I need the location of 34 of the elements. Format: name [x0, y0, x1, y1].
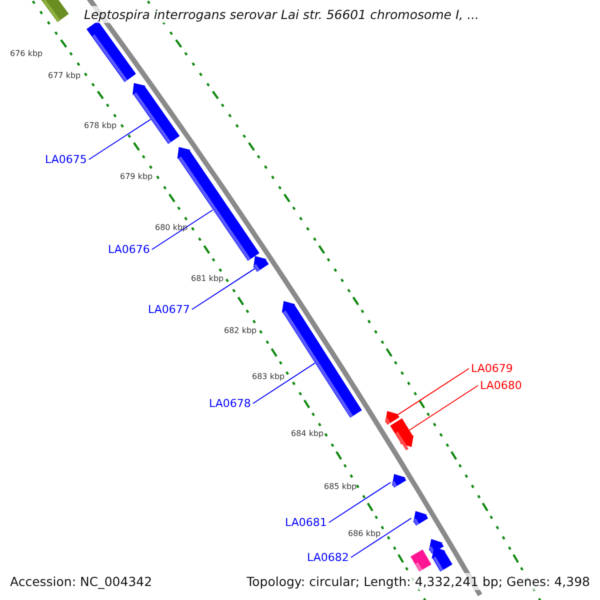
gene-feature	[253, 256, 269, 272]
leader-line	[88, 118, 152, 160]
position-label: 683 kbp	[252, 372, 285, 382]
gene-label: LA0678	[209, 397, 251, 410]
leader-line	[350, 518, 412, 558]
gene-feature	[392, 474, 406, 488]
gene-label: LA0679	[471, 362, 513, 375]
position-label: 682 kbp	[224, 326, 257, 336]
leader-line	[252, 362, 316, 404]
gene-feature	[390, 418, 414, 450]
leader-line	[398, 368, 470, 416]
gene-feature	[132, 83, 180, 144]
position-label: 679 kbp	[120, 172, 153, 182]
gene-feature	[432, 547, 452, 572]
position-label: 684 kbp	[291, 429, 324, 439]
gene-feature	[413, 511, 428, 526]
gene-label: LA0681	[285, 516, 327, 529]
genome-summary-text: Topology: circular; Length: 4,332,241 bp; Genes: 4,398	[244, 573, 592, 590]
leader-line	[151, 210, 214, 250]
leader-line	[191, 268, 256, 310]
gene-label: LA0677	[148, 303, 190, 316]
gene-label: LA0682	[307, 551, 349, 564]
position-label: 680 kbp	[155, 223, 188, 233]
position-label: 685 kbp	[324, 482, 357, 492]
position-label: 686 kbp	[348, 529, 381, 539]
leader-line	[409, 385, 478, 430]
leader-line	[328, 482, 392, 523]
position-label: 681 kbp	[191, 274, 224, 284]
gene-block	[410, 550, 432, 572]
gene-label: LA0680	[480, 379, 522, 392]
position-label: 678 kbp	[84, 121, 117, 131]
position-label: 676 kbp	[10, 49, 43, 59]
gene-label: LA0675	[45, 153, 87, 166]
gene-label: LA0676	[108, 243, 150, 256]
